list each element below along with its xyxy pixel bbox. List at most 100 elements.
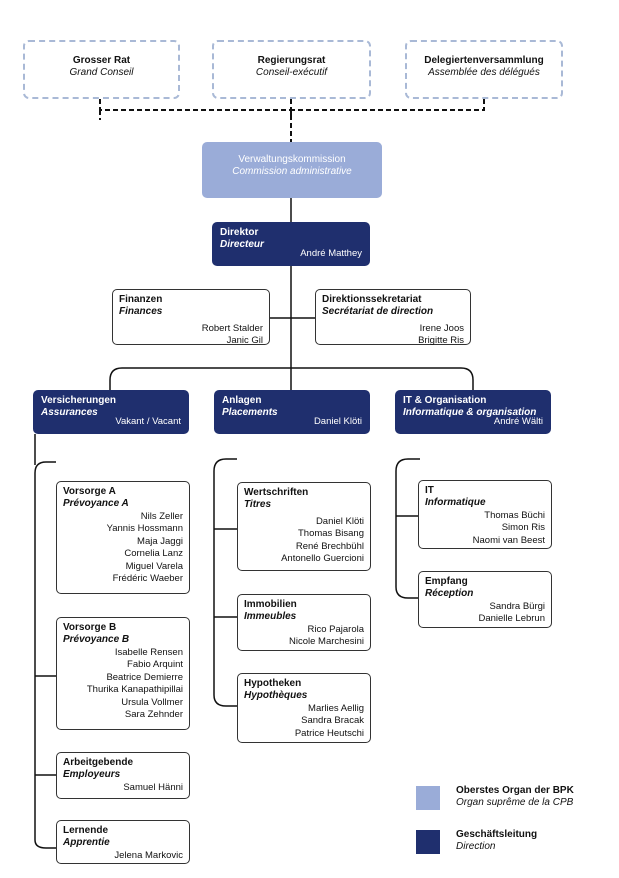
governance-title: Delegiertenversammlung xyxy=(424,55,544,66)
unit-box-lernende: Lernende Apprentie Jelena Markovic xyxy=(56,820,190,864)
unit-box-vorsorge-a: Vorsorge A Prévoyance A Nils Zeller Yann… xyxy=(56,481,190,594)
person-name: Sandra Bürgi xyxy=(489,600,545,612)
person-name: Thurika Kanapathipillai xyxy=(86,684,183,696)
staff-box-direktionssekretariat: Direktionssekretariat Secrétariat de dir… xyxy=(315,289,471,347)
commission-title: Verwaltungskommission xyxy=(238,154,346,165)
governance-box-regierungsrat: Regierungsrat Conseil-exécutif xyxy=(212,40,371,99)
person-name: Brigitte Ris xyxy=(418,335,464,347)
staff-box-finanzen: Finanzen Finances Robert Stalder Janic G… xyxy=(112,289,270,347)
director-subtitle: Directeur xyxy=(220,239,264,250)
legend-subtitle: Organ suprême de la CPB xyxy=(456,797,574,808)
unit-subtitle: Titres xyxy=(244,499,272,510)
division-lead: Daniel Klöti xyxy=(313,416,362,428)
legend-swatch-management xyxy=(416,830,440,854)
person-name: Cornelia Lanz xyxy=(124,548,183,560)
unit-title: Wertschriften xyxy=(244,487,309,498)
person-name: Beatrice Demierre xyxy=(106,671,183,683)
unit-subtitle: Informatique xyxy=(425,497,486,508)
person-name: Frédéric Waeber xyxy=(112,573,183,585)
commission-subtitle: Commission administrative xyxy=(232,166,352,177)
unit-title: Hypotheken xyxy=(244,678,302,689)
person-name: Fabio Arquint xyxy=(127,659,183,671)
unit-box-arbeitgebende: Arbeitgebende Employeurs Samuel Hänni xyxy=(56,752,190,799)
unit-subtitle: Apprentie xyxy=(63,837,110,848)
unit-title: Direktionssekretariat xyxy=(322,294,422,305)
governance-title: Regierungsrat xyxy=(257,55,326,66)
person-name: Daniel Klöti xyxy=(315,515,364,527)
division-box-versicherungen: Versicherungen Assurances Vakant / Vacan… xyxy=(33,390,189,434)
division-title: Versicherungen xyxy=(41,395,117,406)
unit-box-empfang: Empfang Réception Sandra Bürgi Danielle … xyxy=(418,571,552,628)
person-name: Miguel Varela xyxy=(125,560,183,572)
legend-entry-management: Geschäftsleitung Direction xyxy=(456,829,537,854)
unit-box-wertschriften: Wertschriften Titres Daniel Klöti Thomas… xyxy=(237,482,371,571)
unit-subtitle: Immeubles xyxy=(244,611,297,622)
governance-subtitle: Grand Conseil xyxy=(69,67,134,78)
unit-title: IT xyxy=(425,485,434,496)
person-name: Naomi van Beest xyxy=(472,534,545,546)
director-title: Direktor xyxy=(220,227,259,238)
legend-subtitle: Direction xyxy=(456,841,496,852)
person-name: Janic Gil xyxy=(226,335,263,347)
person-name: Robert Stalder xyxy=(201,322,263,334)
unit-subtitle: Finances xyxy=(119,306,163,317)
director-person: André Matthey xyxy=(300,248,362,260)
person-name: Patrice Heutschi xyxy=(294,727,364,739)
org-connectors xyxy=(34,198,474,849)
person-name: Nils Zeller xyxy=(140,510,183,522)
unit-title: Lernende xyxy=(63,825,109,836)
unit-box-it: IT Informatique Thomas Büchi Simon Ris N… xyxy=(418,480,552,549)
unit-subtitle: Employeurs xyxy=(63,769,121,780)
person-name: Danielle Lebrun xyxy=(478,613,545,625)
person-name: Thomas Büchi xyxy=(484,509,545,521)
person-name: Samuel Hänni xyxy=(123,781,183,793)
governance-box-grosser-rat: Grosser Rat Grand Conseil xyxy=(23,40,180,99)
unit-title: Finanzen xyxy=(119,294,163,305)
unit-title: Arbeitgebende xyxy=(63,757,134,768)
person-name: Simon Ris xyxy=(501,522,545,534)
legend-swatch-supreme-organ xyxy=(416,786,440,810)
person-name: Sara Zehnder xyxy=(124,709,183,721)
governance-title: Grosser Rat xyxy=(72,55,131,66)
unit-subtitle: Réception xyxy=(425,588,474,599)
division-title: Anlagen xyxy=(222,395,262,406)
unit-box-immobilien: Immobilien Immeubles Rico Pajarola Nicol… xyxy=(237,594,371,651)
unit-title: Vorsorge A xyxy=(63,486,116,497)
unit-subtitle: Secrétariat de direction xyxy=(322,306,434,317)
person-name: Isabelle Rensen xyxy=(114,646,183,658)
unit-subtitle: Prévoyance B xyxy=(63,634,130,645)
person-name: Thomas Bisang xyxy=(297,528,364,540)
legend-entry-supreme-organ: Oberstes Organ der BPK Organ suprême de … xyxy=(456,785,574,810)
legend-title: Geschäftsleitung xyxy=(456,829,538,840)
governance-box-delegiertenversammlung: Delegiertenversammlung Assemblée des dél… xyxy=(405,40,563,99)
governance-dashed-connectors xyxy=(99,99,485,142)
unit-title: Vorsorge B xyxy=(63,622,117,633)
unit-subtitle: Prévoyance A xyxy=(63,498,129,509)
division-lead: Vakant / Vacant xyxy=(115,416,181,428)
person-name: René Brechbühl xyxy=(295,540,364,552)
unit-title: Immobilien xyxy=(244,599,297,610)
division-subtitle: Assurances xyxy=(41,407,98,418)
governance-subtitle: Assemblée des délégués xyxy=(428,67,540,78)
division-subtitle: Informatique & organisation xyxy=(403,407,537,418)
person-name: Yannis Hossmann xyxy=(106,523,183,535)
person-name: Antonello Guercioni xyxy=(281,553,364,565)
person-name: Irene Joos xyxy=(419,322,464,334)
division-title: IT & Organisation xyxy=(403,395,487,406)
unit-box-hypotheken: Hypotheken Hypothèques Marlies Aellig Sa… xyxy=(237,673,371,743)
person-name: Nicole Marchesini xyxy=(289,636,364,648)
division-box-it-organisation: IT & Organisation Informatique & organis… xyxy=(395,390,551,434)
person-name: Ursula Vollmer xyxy=(121,696,183,708)
division-subtitle: Placements xyxy=(222,407,278,418)
person-name: Jelena Markovic xyxy=(114,849,183,861)
division-lead: André Wälti xyxy=(493,416,543,428)
commission-box: Verwaltungskommission Commission adminis… xyxy=(202,142,382,198)
division-box-anlagen: Anlagen Placements Daniel Klöti xyxy=(214,390,370,434)
person-name: Marlies Aellig xyxy=(308,702,364,714)
person-name: Sandra Bracak xyxy=(301,715,364,727)
governance-subtitle: Conseil-exécutif xyxy=(255,67,328,78)
director-box: Direktor Directeur André Matthey xyxy=(212,222,370,266)
person-name: Maja Jaggi xyxy=(137,535,183,547)
legend-title: Oberstes Organ der BPK xyxy=(456,785,574,796)
